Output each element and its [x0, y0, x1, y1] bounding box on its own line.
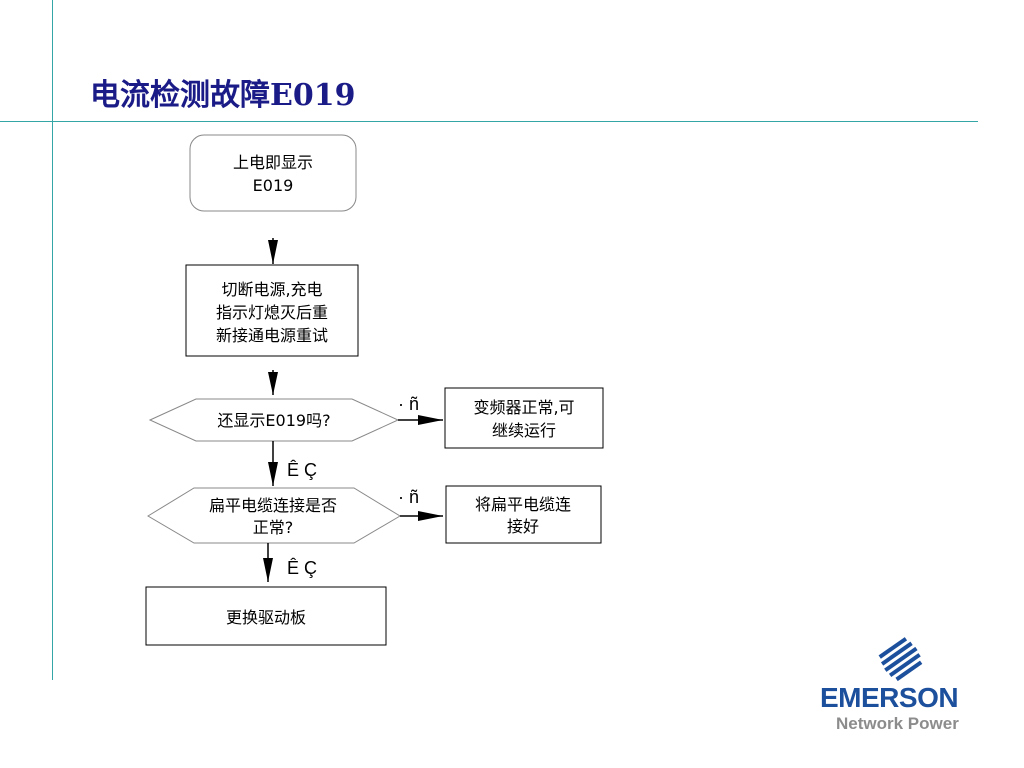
step1-text-line1: 切断电源,充电 — [221, 280, 322, 299]
result1-text-line2: 继续运行 — [492, 421, 556, 440]
start-text-line1: 上电即显示 — [233, 153, 313, 172]
branch-no-label-1: · ñ — [398, 394, 419, 414]
decision2-text-line2: 正常? — [253, 518, 294, 537]
horizontal-rule — [0, 121, 978, 122]
logo-wordmark: EMERSON — [820, 682, 959, 713]
start-terminal — [189, 134, 357, 212]
logo-subtitle: Network Power — [836, 714, 959, 733]
arrowhead-decision2 — [268, 462, 278, 486]
slide-title: 电流检测故障E019 — [90, 78, 356, 113]
result1-box — [444, 387, 604, 449]
vertical-rule — [52, 0, 53, 680]
arrowhead-step1 — [268, 240, 278, 264]
emerson-emblem-icon — [878, 637, 923, 682]
decision1-text: 还显示E019吗? — [217, 411, 330, 430]
start-text-line2: E019 — [253, 176, 294, 195]
final-text: 更换驱动板 — [226, 608, 306, 627]
arrowhead-result1 — [418, 415, 443, 425]
step1-text-line2: 指示灯熄灭后重 — [216, 303, 328, 322]
result1-text-line1: 变频器正常,可 — [473, 398, 574, 417]
branch-no-label-2: · ñ — [398, 487, 419, 507]
arrowhead-decision1 — [268, 372, 278, 395]
result2-text-line1: 将扁平电缆连 — [475, 495, 571, 514]
emerson-logo: EMERSON Network Power — [820, 636, 990, 736]
step1-text-line3: 新接通电源重试 — [216, 326, 328, 345]
final-box — [145, 586, 387, 646]
result2-box — [445, 485, 602, 544]
branch-yes-label-1: Ê Ç — [287, 460, 317, 480]
step1-box — [185, 264, 359, 357]
result2-text-line2: 接好 — [507, 517, 539, 536]
branch-yes-label-2: Ê Ç — [287, 558, 317, 578]
decision2-text-line1: 扁平电缆连接是否 — [209, 496, 337, 515]
arrowhead-result2 — [418, 511, 443, 521]
arrowhead-final — [263, 558, 273, 582]
